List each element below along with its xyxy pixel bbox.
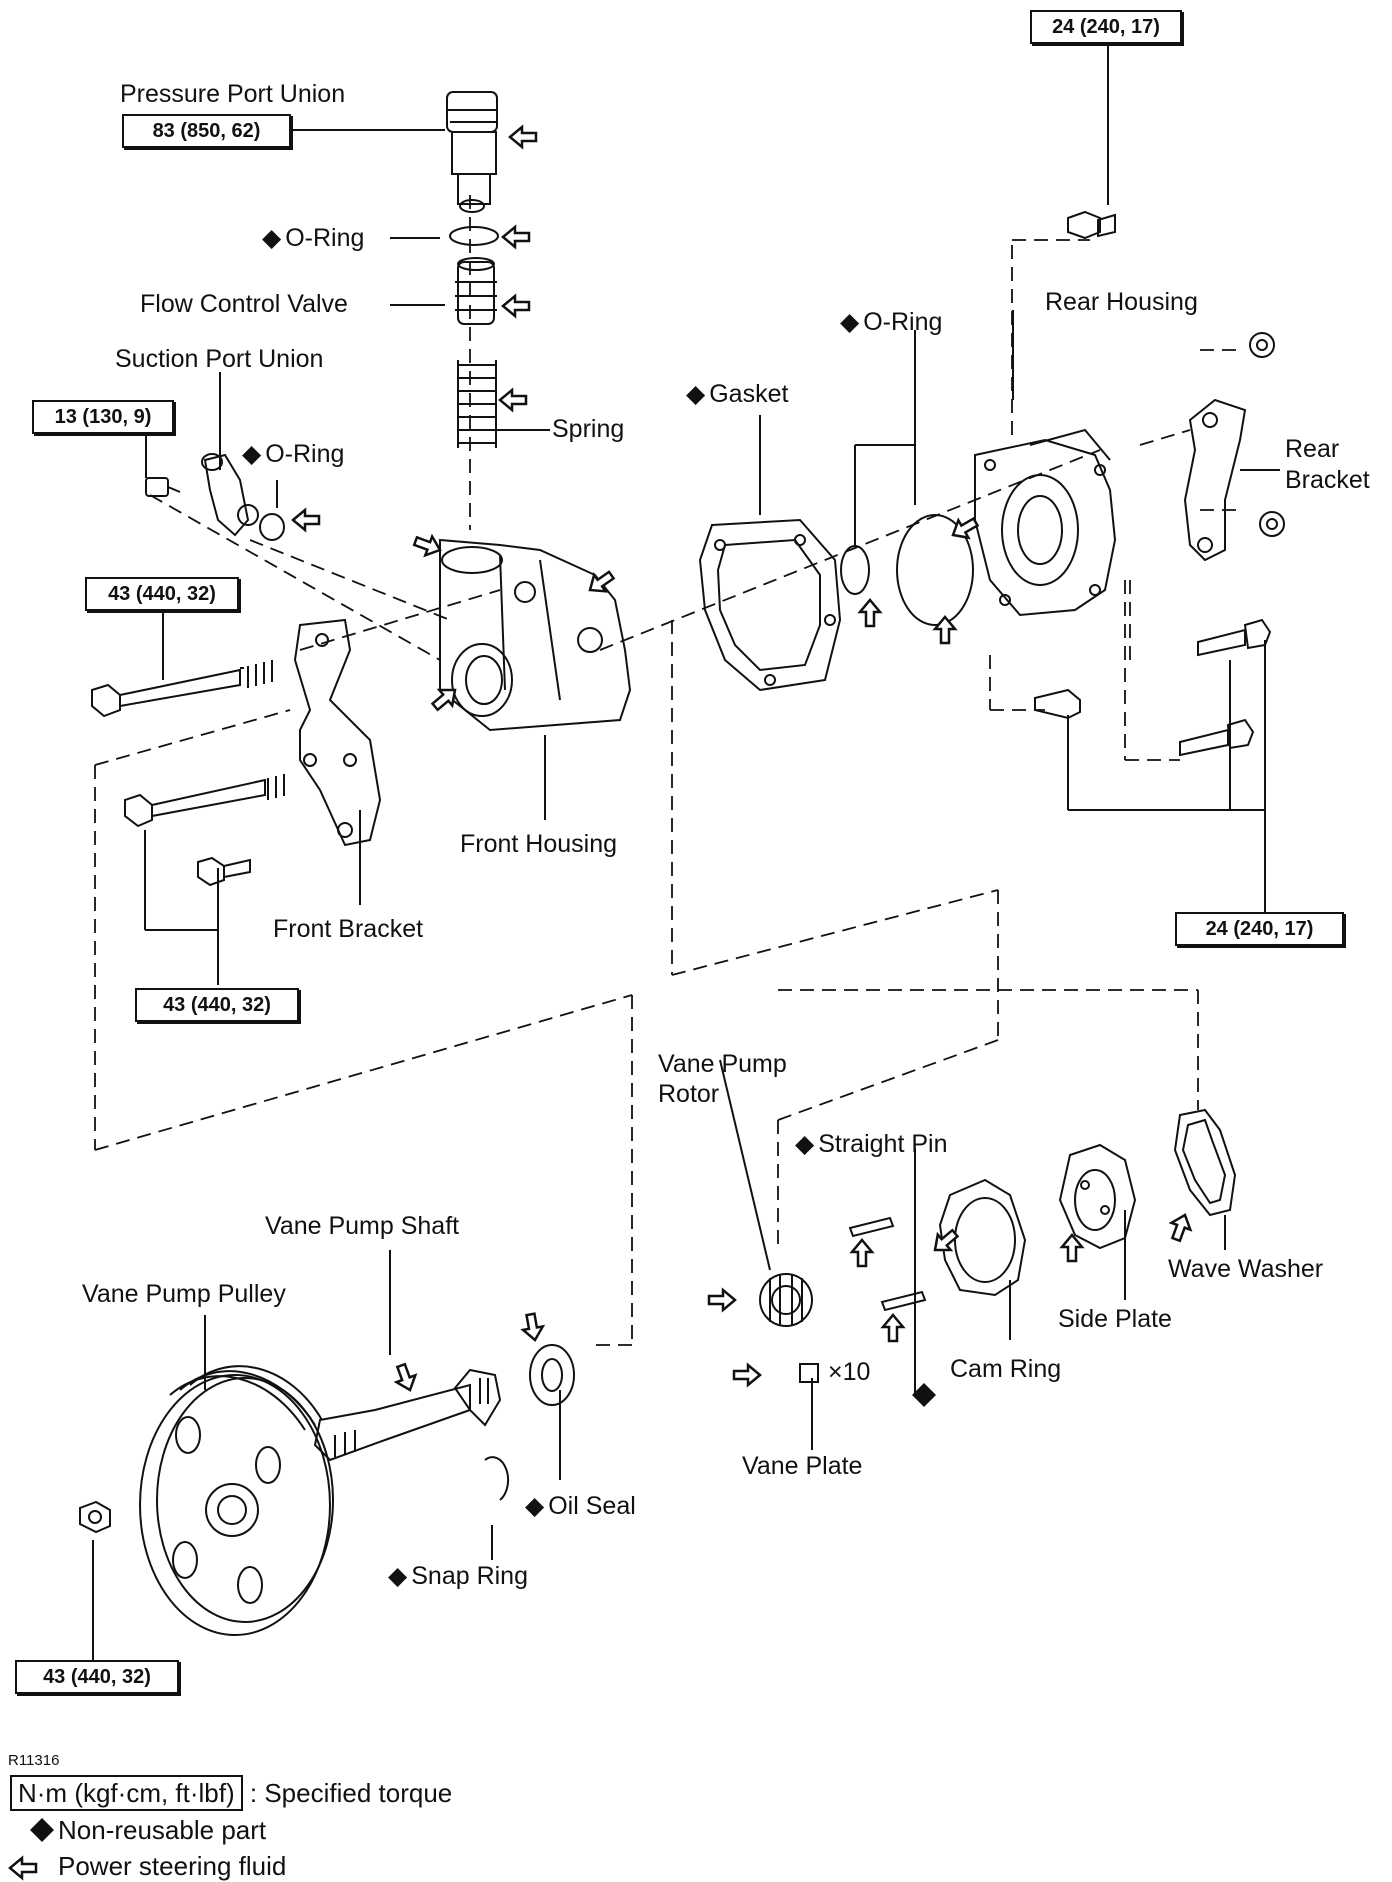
pressure-port-union-label: Pressure Port Union <box>120 80 346 108</box>
oring-rear-label: O-Ring <box>840 308 942 336</box>
vane-pump-pulley-label: Vane Pump Pulley <box>82 1280 286 1308</box>
front-housing-label: Front Housing <box>460 830 618 858</box>
snap-ring-label: Snap Ring <box>388 1562 528 1590</box>
legend-torque-unit: N·m (kgf·cm, ft·lbf) <box>10 1775 243 1811</box>
vane-plate-label: Vane Plate <box>742 1452 863 1480</box>
straight-pin-label: Straight Pin <box>795 1130 947 1158</box>
legend-non-reusable: Non-reusable part <box>58 1815 267 1845</box>
torque-box-rear-lower: 24 (240, 17) <box>1175 912 1344 946</box>
torque-box-rear-top: 24 (240, 17) <box>1030 10 1182 44</box>
vane-pump-rotor-label-line1: Vane Pump <box>658 1050 787 1078</box>
flow-control-valve-label: Flow Control Valve <box>140 290 348 318</box>
spring-label: Spring <box>552 415 625 443</box>
oil-seal-label: Oil Seal <box>525 1492 636 1520</box>
gasket-label: Gasket <box>686 380 788 408</box>
torque-box-front-bolt-upper: 43 (440, 32) <box>85 577 239 611</box>
torque-box-pressure-port: 83 (850, 62) <box>122 114 291 148</box>
oring-suction-label: O-Ring <box>242 440 344 468</box>
rear-bracket-label-line2: Bracket <box>1285 466 1370 494</box>
wave-washer-label: Wave Washer <box>1168 1255 1324 1283</box>
rear-bracket-label-line1: Rear <box>1285 435 1340 463</box>
torque-box-front-bracket: 43 (440, 32) <box>135 988 299 1022</box>
rear-housing-label: Rear Housing <box>1045 288 1198 316</box>
times-ten-label: ×10 <box>828 1358 871 1386</box>
oring-top-label: O-Ring <box>262 224 364 252</box>
cam-ring-label: Cam Ring <box>950 1355 1062 1383</box>
vane-pump-rotor-label-line2: Rotor <box>658 1080 720 1108</box>
figure-code: R11316 <box>8 1752 60 1769</box>
legend-fluid: Power steering fluid <box>58 1851 287 1881</box>
front-bracket-label: Front Bracket <box>273 915 424 943</box>
legend-torque: N·m (kgf·cm, ft·lbf) : Specified torque <box>10 1775 452 1811</box>
torque-box-pulley-nut: 43 (440, 32) <box>15 1660 179 1694</box>
vane-pump-shaft-label: Vane Pump Shaft <box>265 1212 460 1240</box>
torque-box-suction: 13 (130, 9) <box>32 400 174 434</box>
legend-torque-desc: : Specified torque <box>249 1778 453 1808</box>
side-plate-label: Side Plate <box>1058 1305 1172 1333</box>
suction-port-union-label: Suction Port Union <box>115 345 324 373</box>
